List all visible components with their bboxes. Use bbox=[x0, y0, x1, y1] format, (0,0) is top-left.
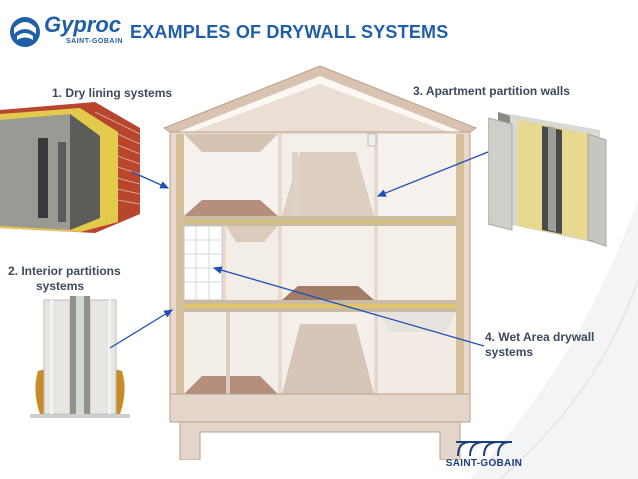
arrow-apartment bbox=[376, 151, 489, 197]
house-cross-section-illustration bbox=[162, 65, 478, 460]
label-interior-line2: systems bbox=[36, 279, 85, 293]
gyproc-wordmark: Gyproc bbox=[44, 12, 122, 37]
saint-gobain-wordmark: SAINT-GOBAIN bbox=[445, 458, 523, 469]
dry-lining-illustration bbox=[0, 102, 140, 233]
arrow-dry-lining bbox=[131, 171, 170, 189]
page-title: EXAMPLES OF DRYWALL SYSTEMS bbox=[130, 22, 449, 42]
saint-gobain-arch-icon bbox=[456, 441, 512, 457]
label-wet-area-line2: systems bbox=[485, 345, 534, 359]
arrow-wet-area bbox=[212, 266, 485, 347]
interior-partition-illustration bbox=[30, 296, 130, 418]
saint-gobain-logo: SAINT-GOBAIN bbox=[440, 436, 528, 474]
apartment-partition-illustration bbox=[488, 112, 607, 247]
label-dry-lining: 1. Dry lining systems bbox=[52, 86, 173, 100]
label-apartment-partition: 3. Apartment partition walls bbox=[413, 84, 570, 98]
gyproc-sub-brand: SAINT-GOBAIN bbox=[66, 38, 123, 45]
gyproc-logo: Gyproc SAINT-GOBAIN bbox=[8, 10, 124, 54]
label-interior-line1: 2. Interior partitions bbox=[8, 264, 121, 278]
arrow-interior bbox=[109, 309, 174, 349]
label-wet-area: 4. Wet Area drywall systems bbox=[485, 330, 625, 360]
label-interior-partitions: 2. Interior partitions systems bbox=[8, 264, 148, 294]
label-wet-area-line1: 4. Wet Area drywall bbox=[485, 330, 595, 344]
gyproc-logo-mark-icon bbox=[10, 17, 40, 47]
